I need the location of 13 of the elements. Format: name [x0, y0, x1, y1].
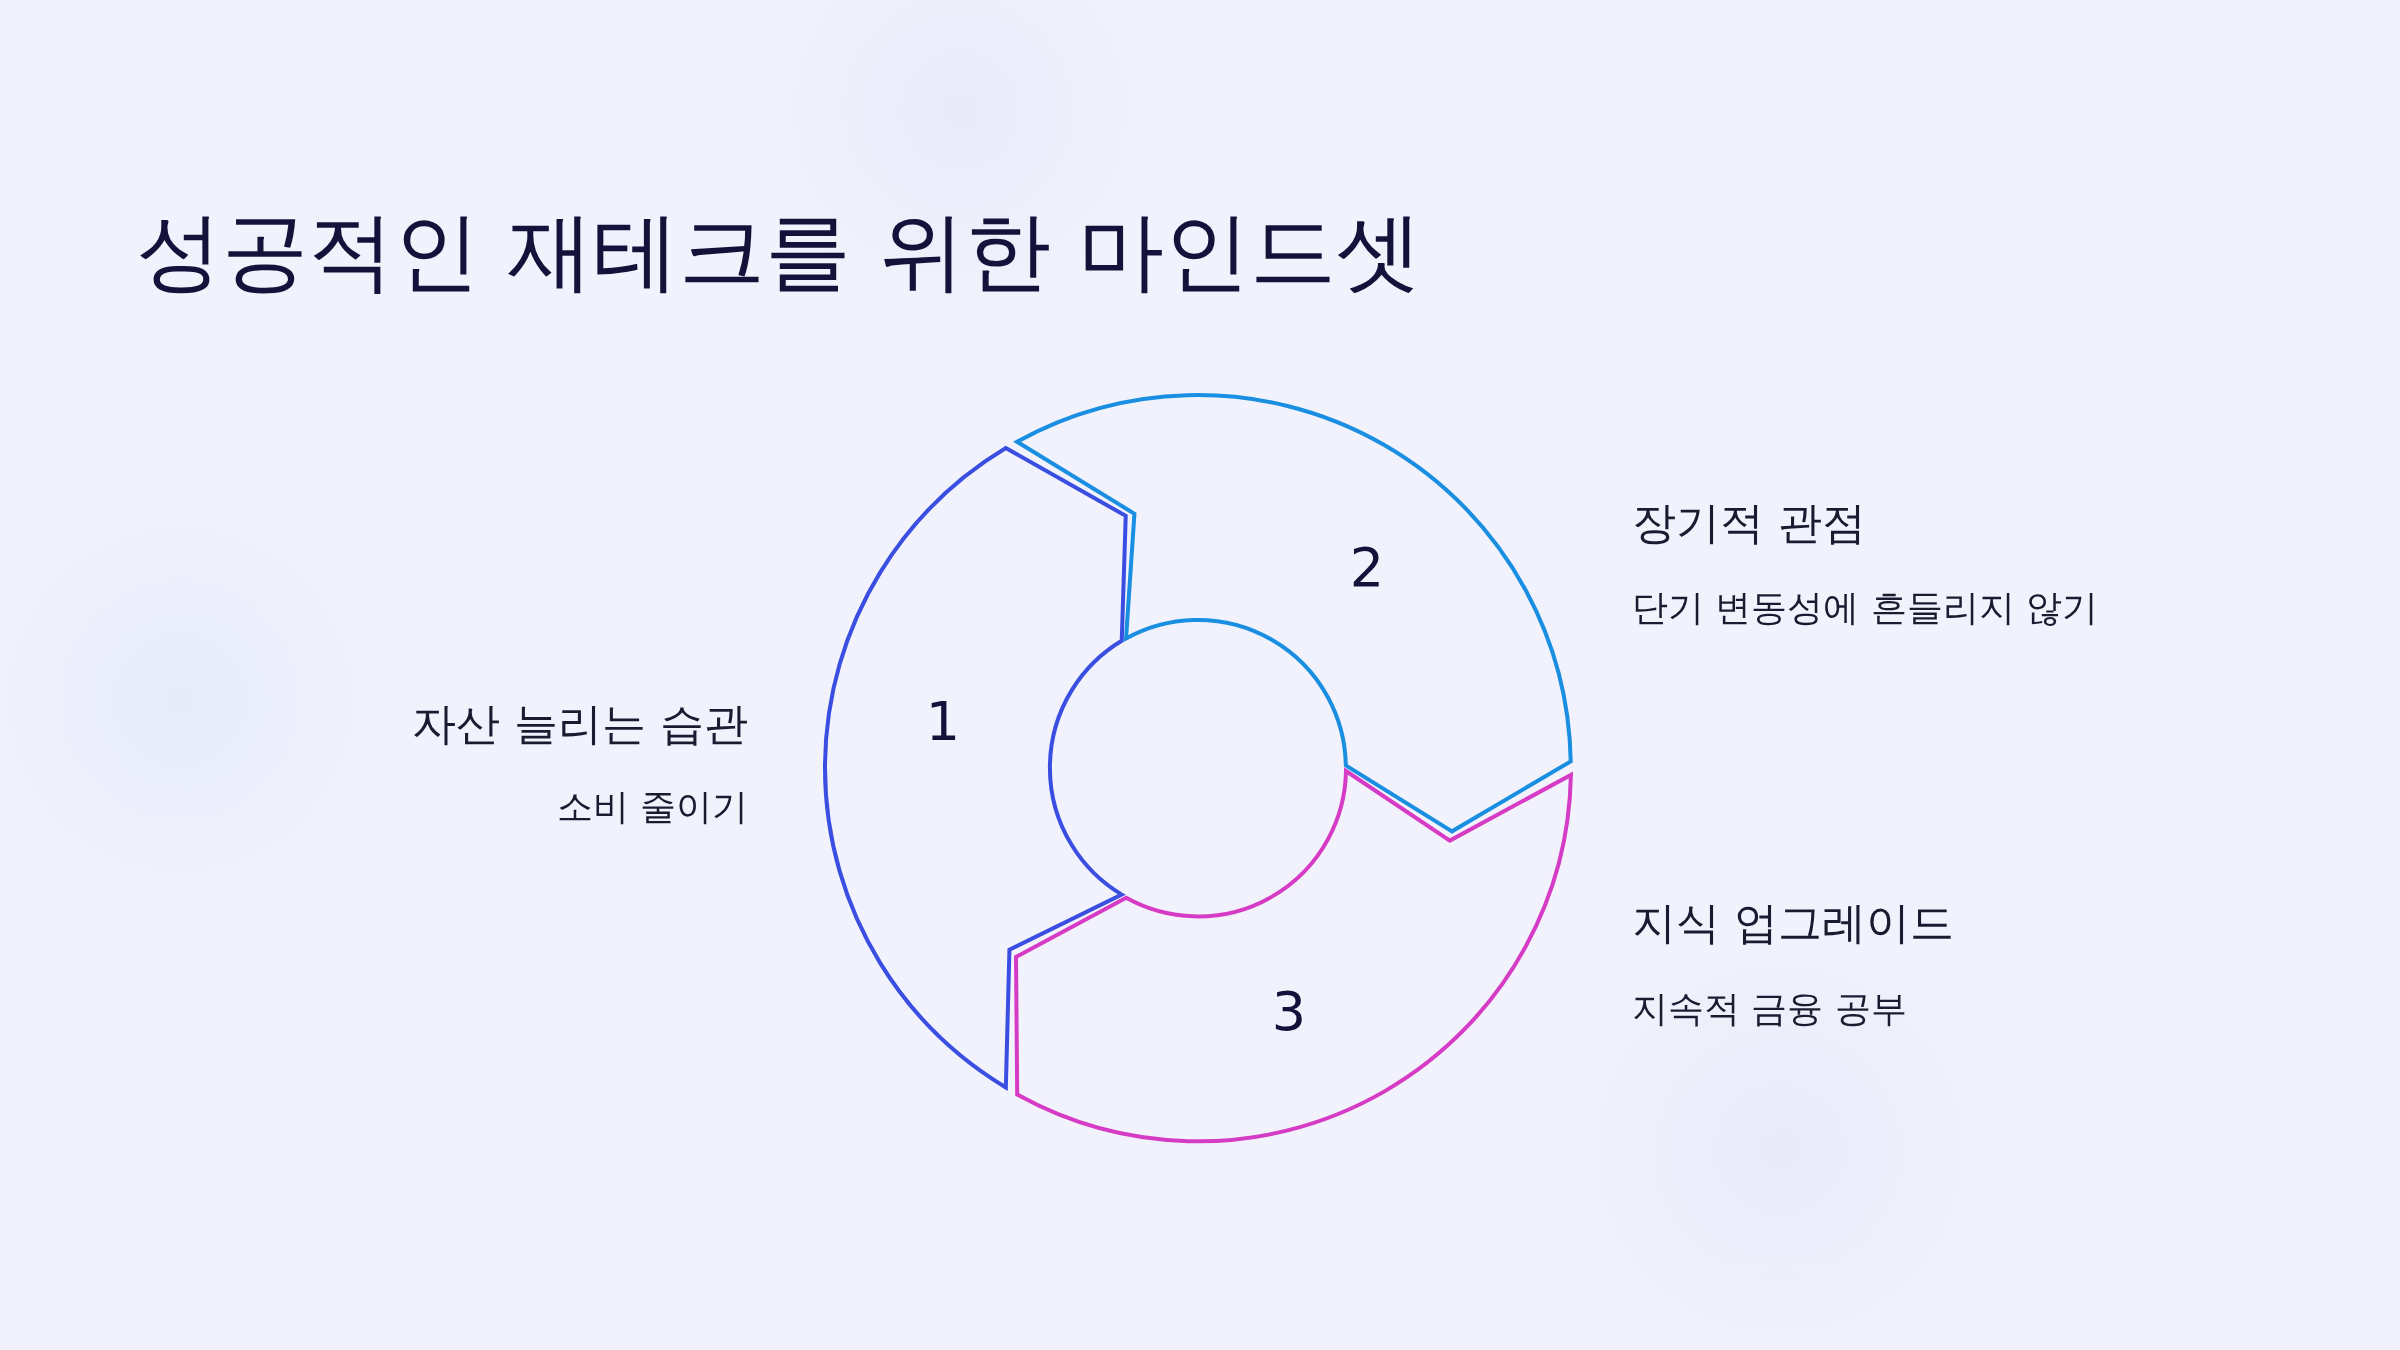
arrow-segment	[821, 444, 1130, 1092]
title: 성공적인 재테크를 위한 마인드셋	[136, 200, 1422, 303]
step-description: 지속적 금융 공부	[1632, 987, 1907, 1031]
step-title: 장기적 관점	[1632, 496, 1866, 550]
step-description: 소비 줄이기	[556, 785, 748, 829]
arrow-segment	[1013, 391, 1575, 836]
step-number: 1	[925, 689, 961, 755]
step-number: 2	[1349, 535, 1385, 601]
step-description: 단기 변동성에 흔들리지 않기	[1632, 586, 2099, 630]
step-number: 3	[1271, 979, 1307, 1045]
step-title: 지식 업그레이드	[1632, 896, 1954, 950]
step-title: 자산 늘리는 습관	[412, 697, 748, 751]
arrow-segment	[1012, 766, 1575, 1145]
